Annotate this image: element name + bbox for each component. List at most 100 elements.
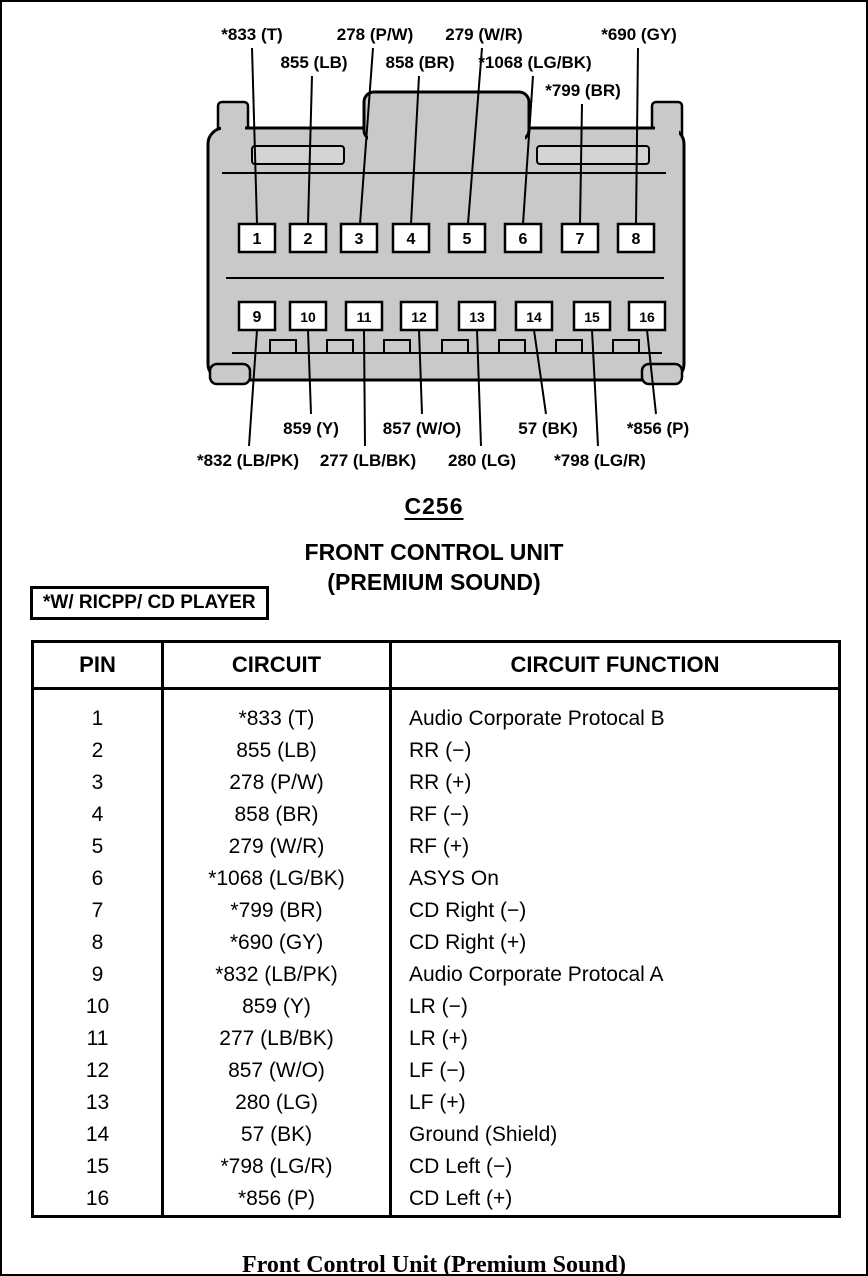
housing-bumper-right	[640, 362, 684, 386]
wire-label-pin1: *833 (T)	[221, 25, 282, 44]
table-row: 11 277 (LB/BK) LR (+)	[32, 1023, 840, 1055]
wire-label-pin11: 277 (LB/BK)	[320, 451, 416, 470]
circuit-function-cell: RR (+)	[409, 771, 472, 794]
pin-number-10: 10	[300, 309, 316, 325]
housing-shelf-right	[536, 145, 650, 165]
pin-number-5: 5	[463, 231, 472, 248]
pin-cell: 2	[32, 735, 164, 767]
leader-lines-top	[251, 47, 639, 225]
pin-cell: 7	[32, 895, 164, 927]
table-row: 14 57 (BK) Ground (Shield)	[32, 1119, 840, 1151]
housing-ear-join-right	[655, 123, 679, 135]
table-row: 2 855 (LB) RR (−)	[32, 735, 840, 767]
circuit-cell: *798 (LG/R)	[162, 1151, 392, 1183]
wire-label-pin7: *799 (BR)	[545, 81, 621, 100]
circuit-function-cell: RF (−)	[409, 803, 470, 826]
footnote-box: *W/ RICPP/ CD PLAYER	[30, 586, 269, 620]
pin-box-6	[503, 222, 543, 254]
circuit-function-cell: Ground (Shield)	[409, 1123, 558, 1146]
pin-box-1	[237, 222, 277, 254]
pin-number-1: 1	[253, 231, 262, 248]
table-row: 16 *856 (P) CD Left (+)	[32, 1183, 840, 1217]
wire-labels-bottom: 859 (Y) 857 (W/O) 57 (BK) *856 (P) *832 …	[197, 419, 689, 470]
pinout-table: PIN CIRCUIT CIRCUIT FUNCTION 1 *833 (T) …	[31, 640, 841, 1218]
pin-number-4: 4	[407, 231, 416, 248]
circuit-cell: *856 (P)	[162, 1183, 392, 1217]
header-circuit: CIRCUIT	[162, 641, 392, 690]
pin-box-11	[344, 300, 384, 332]
table-row: 10 859 (Y) LR (−)	[32, 991, 840, 1023]
table-row: 1 *833 (T) Audio Corporate Protocal B	[32, 688, 840, 735]
pin-cell: 4	[32, 799, 164, 831]
circuit-function-cell: RR (−)	[409, 739, 472, 762]
circuit-function-cell: Audio Corporate Protocal B	[409, 707, 665, 730]
figure-caption: Front Control Unit (Premium Sound)	[241, 1252, 627, 1276]
housing-tooth	[441, 339, 469, 354]
pin-box-4	[391, 222, 431, 254]
pin-box-5	[447, 222, 487, 254]
circuit-cell: *690 (GY)	[162, 927, 392, 959]
circuit-function-cell: LR (−)	[409, 995, 468, 1018]
pin-row-bottom: 9 10 11 12 13 14 15 16	[237, 300, 667, 332]
circuit-cell: *799 (BR)	[162, 895, 392, 927]
pin-box-12	[399, 300, 439, 332]
pin-cell: 9	[32, 959, 164, 991]
connector-id-text: C256	[404, 493, 464, 519]
wire-label-pin3: 278 (P/W)	[337, 25, 414, 44]
table-row: 5 279 (W/R) RF (+)	[32, 831, 840, 863]
table-row: 15 *798 (LG/R) CD Left (−)	[32, 1151, 840, 1183]
circuit-function-cell: CD Right (+)	[409, 931, 527, 954]
connector-diagram: 1 2 3 4 5 6 7 8 9 10 11 12 13 14 15 16	[197, 25, 689, 470]
pin-box-8	[616, 222, 656, 254]
table-row: 7 *799 (BR) CD Right (−)	[32, 895, 840, 927]
wire-labels-top: *833 (T) 278 (P/W) 279 (W/R) *690 (GY) 8…	[221, 25, 677, 100]
pin-box-14	[514, 300, 554, 332]
pin-number-14: 14	[526, 309, 542, 325]
wire-label-pin10: 859 (Y)	[283, 419, 339, 438]
housing-tooth	[612, 339, 640, 354]
pin-cell: 6	[32, 863, 164, 895]
pin-cell: 3	[32, 767, 164, 799]
housing-bumper-left	[208, 362, 252, 386]
pin-box-10	[288, 300, 328, 332]
pin-box-13	[457, 300, 497, 332]
pin-number-3: 3	[355, 231, 364, 248]
housing-tooth	[498, 339, 526, 354]
pin-number-9: 9	[253, 309, 262, 326]
wire-label-pin15: *798 (LG/R)	[554, 451, 646, 470]
pin-cell: 15	[32, 1151, 164, 1183]
housing-ear-join-left	[221, 123, 245, 135]
pin-number-12: 12	[411, 309, 427, 325]
connector-id: C256	[2, 493, 866, 520]
circuit-cell: 57 (BK)	[162, 1119, 392, 1151]
pin-cell: 12	[32, 1055, 164, 1087]
pin-cell: 16	[32, 1183, 164, 1217]
pin-number-15: 15	[584, 309, 600, 325]
circuit-function-cell: CD Left (+)	[409, 1187, 513, 1210]
housing-latch-join	[368, 120, 525, 142]
pin-number-16: 16	[639, 309, 655, 325]
pin-number-2: 2	[304, 231, 313, 248]
housing-shelf-left	[251, 145, 345, 165]
circuit-cell: 857 (W/O)	[162, 1055, 392, 1087]
pin-box-15	[572, 300, 612, 332]
wire-label-pin16: *856 (P)	[627, 419, 689, 438]
pin-box-9	[237, 300, 277, 332]
pin-box-7	[560, 222, 600, 254]
table-row: 4 858 (BR) RF (−)	[32, 799, 840, 831]
wire-label-pin9: *832 (LB/PK)	[197, 451, 299, 470]
pin-cell: 14	[32, 1119, 164, 1151]
circuit-function-cell: Audio Corporate Protocal A	[409, 963, 664, 986]
pin-cell: 1	[32, 688, 164, 735]
wire-label-pin4: 858 (BR)	[386, 53, 455, 72]
pin-cell: 10	[32, 991, 164, 1023]
circuit-cell: *1068 (LG/BK)	[162, 863, 392, 895]
connector-title: FRONT CONTROL UNIT (PREMIUM SOUND)	[2, 532, 866, 598]
circuit-function-cell: LF (+)	[409, 1091, 466, 1114]
table-row: 9 *832 (LB/PK) Audio Corporate Protocal …	[32, 959, 840, 991]
pin-box-2	[288, 222, 328, 254]
circuit-cell: *833 (T)	[162, 688, 392, 735]
circuit-function-cell: CD Right (−)	[409, 899, 527, 922]
pin-cell: 13	[32, 1087, 164, 1119]
circuit-cell: 278 (P/W)	[162, 767, 392, 799]
